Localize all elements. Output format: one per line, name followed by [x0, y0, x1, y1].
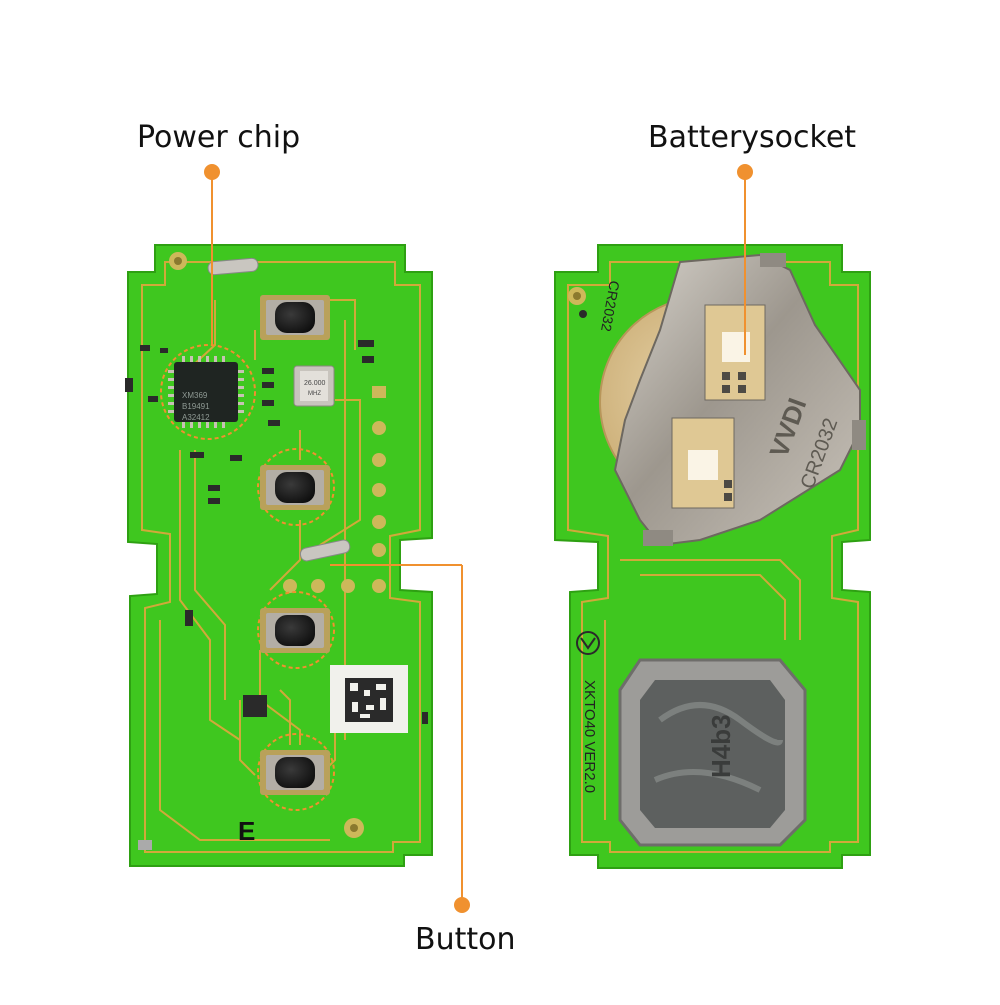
battery-socket: VVDI CR2032 [599, 253, 866, 547]
crystal-marking-2: MHZ [308, 391, 321, 397]
transponder-module: H4b3 [618, 658, 807, 847]
tact-button-4 [257, 733, 335, 811]
logo-icon [576, 631, 600, 655]
crystal-marking-1: 26.000 [304, 380, 326, 387]
power-chip: XM369 B19491 A32412 [160, 344, 256, 440]
pcb-back: CR2032 XKTO40 VER2.0 [554, 244, 871, 869]
pcb-front: XM369 B19491 A32412 26.000 MHZ [125, 244, 433, 867]
module-marking: H4b3 [706, 714, 736, 778]
chip-marking-3: A32412 [182, 413, 210, 422]
tact-button-1 [260, 295, 330, 340]
callout-battery-leader [737, 164, 753, 355]
callout-power-chip-leader [204, 164, 220, 345]
crystal-oscillator: 26.000 MHZ [293, 365, 335, 407]
qr-label [330, 665, 408, 733]
silk-letter: E [238, 816, 255, 846]
button-label: Button [415, 922, 516, 957]
power-chip-label: Power chip [137, 120, 301, 155]
board-model-silk: XKTO40 VER2.0 [581, 680, 598, 793]
callout-button-leader [330, 564, 470, 913]
tact-button-3 [257, 591, 335, 669]
chip-marking-2: B19491 [182, 402, 210, 411]
tact-button-2 [257, 448, 335, 526]
chip-marking-1: XM369 [182, 391, 208, 400]
battery-socket-label: Batterysocket [648, 120, 857, 155]
